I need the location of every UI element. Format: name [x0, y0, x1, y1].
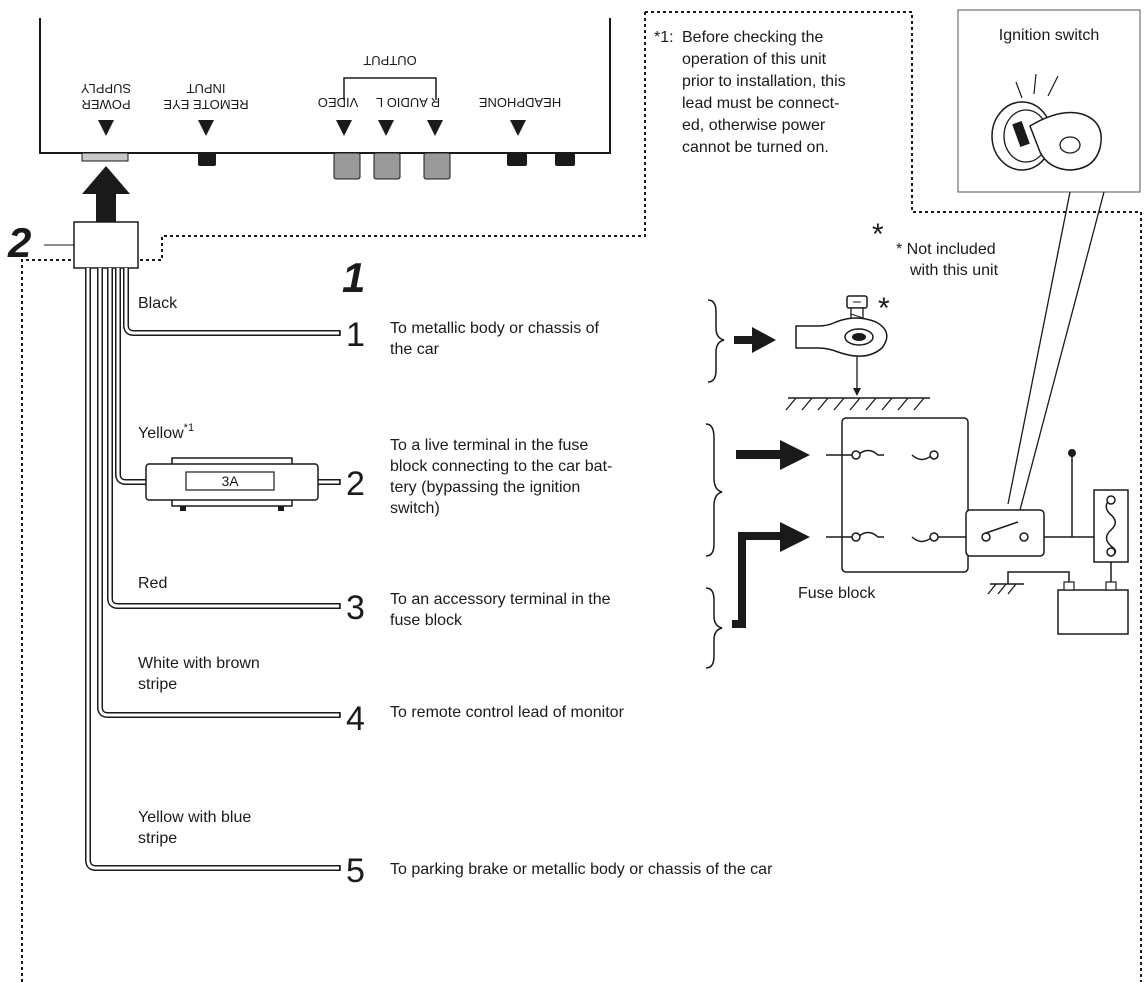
inline-fuse-holder: 3A	[145, 457, 319, 511]
headphone-jack-1	[507, 153, 527, 166]
screw-star: *	[872, 218, 884, 251]
accessory-arrow-head	[780, 522, 810, 552]
note-asterisk-1: *1: Before checking the operation of thi…	[654, 29, 846, 156]
audio-l-marker	[378, 120, 394, 136]
battery-arrow-head	[780, 440, 810, 470]
ground-lug	[795, 317, 888, 357]
note-marker: *1:	[654, 29, 674, 46]
switch-schematic	[965, 449, 1096, 557]
ground-arrow-head	[752, 327, 776, 353]
connect-arrow-up	[82, 166, 130, 222]
target-arrows	[732, 327, 810, 628]
not-included-note: * Not included	[896, 241, 996, 258]
remote-eye-label-2: INPUT	[186, 81, 225, 96]
battery-arrow-shaft	[736, 450, 784, 459]
lead-1-colour: Black	[138, 295, 178, 312]
video-marker	[336, 120, 352, 136]
remote-eye-marker	[198, 120, 214, 136]
unit-rear-panel: POWER SUPPLY REMOTE EYE INPUT OUTPUT VID…	[39, 18, 611, 180]
lead-group-number: 1	[342, 254, 365, 301]
remote-eye-label: REMOTE EYE	[163, 97, 249, 112]
battery	[1057, 589, 1129, 635]
connector-body	[73, 221, 139, 269]
lead-1-dest-2: the car	[390, 341, 440, 358]
power-supply-label-2: SUPPLY	[81, 81, 132, 96]
lead-3-colour: Red	[138, 575, 167, 592]
fuse-block: Fuse block	[798, 417, 969, 602]
lead-numbers: 1 2 3 4 5	[346, 316, 365, 890]
lead-3-dest-2: fuse block	[390, 612, 463, 629]
remote-eye-jack	[198, 153, 216, 166]
power-supply-label: POWER	[81, 97, 130, 112]
headphone-marker	[510, 120, 526, 136]
lead-3-dest: To an accessory terminal in the	[390, 591, 611, 608]
lead-5-colour-2: stripe	[138, 830, 177, 847]
lead-destinations: To metallic body or chassis of the car T…	[390, 320, 773, 878]
audio-l-jack	[373, 152, 401, 180]
accessory-arrow	[732, 532, 784, 628]
audio-r-marker	[427, 120, 443, 136]
headphone-label: HEADPHONE	[479, 95, 562, 110]
not-included-note-2: with this unit	[909, 262, 999, 279]
video-jack	[333, 152, 361, 180]
wire-bundle	[85, 268, 341, 871]
lead-5-dest: To parking brake or metallic body or cha…	[390, 861, 773, 878]
note-line-4: lead must be connect-	[682, 95, 839, 112]
lead-2-dest-2: block connecting to the car bat-	[390, 458, 612, 475]
lead-1-number: 1	[346, 316, 365, 354]
lead-2-colour: Yellow*1	[138, 422, 194, 442]
ground-lug-assembly	[785, 295, 930, 411]
battery-circuit	[987, 489, 1129, 635]
lead-4-dest: To remote control lead of monitor	[390, 704, 625, 721]
lead-2-number: 2	[346, 465, 365, 503]
audio-label: R AUDIO L	[376, 95, 440, 110]
braces	[705, 299, 725, 669]
ignition-switch-box: Ignition switch	[957, 9, 1141, 193]
power-supply-marker	[98, 120, 114, 136]
note-line-2: operation of this unit	[682, 51, 827, 68]
lead-4-number: 4	[346, 700, 365, 738]
audio-r-jack	[423, 152, 451, 180]
ignition-switch-label: Ignition switch	[999, 27, 1100, 44]
lead-3-number: 3	[346, 589, 365, 627]
lead-2-dest-3: tery (bypassing the ignition	[390, 479, 580, 496]
note-line-6: cannot be turned on.	[682, 139, 829, 156]
lead-4-colour: White with brown	[138, 655, 260, 672]
lug-star: *	[878, 292, 890, 325]
lead-5-colour: Yellow with blue	[138, 809, 251, 826]
lead-2-dest-4: switch)	[390, 500, 440, 517]
harness-connector: 2 1	[7, 166, 365, 301]
note-line-5: ed, otherwise power	[682, 117, 826, 134]
note-line-3: prior to installation, this	[682, 73, 846, 90]
connector-number: 2	[7, 219, 31, 266]
lead-1-dest: To metallic body or chassis of	[390, 320, 600, 337]
fuse-rating: 3A	[221, 473, 239, 489]
power-supply-socket	[81, 152, 129, 162]
headphone-jack-2	[555, 153, 575, 166]
fuse-block-label: Fuse block	[798, 585, 876, 602]
dotted-boundary	[21, 11, 1142, 982]
video-label: VIDEO	[318, 95, 358, 110]
lead-5-number: 5	[346, 852, 365, 890]
lead-2-dest: To a live terminal in the fuse	[390, 437, 588, 454]
ground-arrow-shaft	[734, 336, 754, 344]
lead-colour-labels: Black Yellow*1 Red White with brown stri…	[138, 295, 260, 847]
lead-4-colour-2: stripe	[138, 676, 177, 693]
key-icon	[991, 101, 1102, 171]
note-line-1: Before checking the	[682, 29, 824, 46]
output-label: OUTPUT	[363, 53, 417, 68]
